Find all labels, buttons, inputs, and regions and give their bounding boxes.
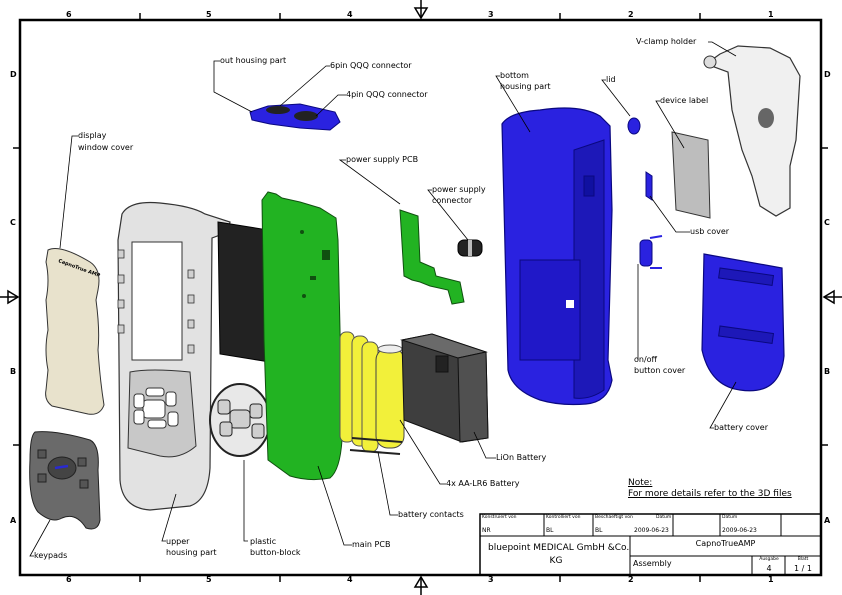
callout-plastic-2: button-block (250, 548, 301, 557)
callout-upper-housing-1: upper (166, 537, 190, 546)
zone-row-a-left: A (10, 516, 17, 525)
tb-checked-by: BL (546, 527, 554, 534)
power-supply-connector (457, 239, 483, 257)
callout-display-2: window cover (78, 143, 134, 152)
zone-ticks (13, 13, 828, 582)
callout-device-label: device label (660, 96, 709, 105)
note-title: Note: (628, 478, 653, 488)
zone-row-a-right: A (824, 516, 831, 525)
tb-company-line2: KG (549, 556, 563, 566)
callout-bottom-housing-1: bottom (500, 71, 529, 80)
tb-sheet: 1 / 1 (794, 564, 812, 573)
drawing-frame (18, 18, 823, 577)
zone-col-5-bottom: 5 (206, 575, 212, 584)
zone-row-b-left: B (10, 367, 17, 376)
tb-constructed-by: NR (482, 527, 491, 534)
zone-row-d-left: D (10, 70, 17, 79)
callout-onoff-2: button cover (634, 366, 686, 375)
callout-battery-cover: battery cover (714, 423, 768, 432)
callout-lid: lid (606, 75, 616, 84)
callout-upper-housing-2: housing part (166, 548, 217, 557)
usb-cover (645, 171, 653, 201)
zone-col-3-bottom: 3 (488, 575, 494, 584)
tb-revision-label: Ausgabe (759, 557, 779, 562)
zone-row-c-right: C (824, 218, 830, 227)
power-supply-pcb (399, 209, 465, 305)
tb-doc-type: Assembly (633, 559, 672, 568)
zone-col-4-top: 4 (347, 10, 353, 19)
zone-col-5-top: 5 (206, 10, 212, 19)
tb-date-label-2: Datum (722, 515, 738, 520)
leader-lines (29, 41, 737, 557)
keypads (29, 431, 101, 530)
zone-col-3-top: 3 (488, 10, 494, 19)
callout-out-housing-part: out housing part (220, 56, 287, 65)
callout-onoff-1: on/off (634, 355, 658, 364)
lid (627, 117, 641, 135)
zone-row-b-right: B (824, 367, 831, 376)
callout-power-connector-1: power supply (432, 185, 486, 194)
tb-approved-by: BL (595, 527, 603, 534)
tb-company-line1: bluepoint MEDICAL GmbH &Co. (488, 543, 630, 553)
tb-date-1: 2009-06-23 (634, 527, 669, 534)
callout-usb-cover: usb cover (690, 227, 730, 236)
zone-col-6-bottom: 6 (66, 575, 72, 584)
callout-power-supply-pcb: power supply PCB (346, 155, 419, 164)
tb-date-2: 2009-06-23 (722, 527, 757, 534)
zone-col-2-bottom: 2 (628, 575, 634, 584)
title-block-frame (479, 513, 822, 576)
note-text: For more details refer to the 3D files (628, 489, 792, 499)
tb-constructed-by-label: Konstruiert von (482, 515, 517, 520)
callout-aa-battery: 4x AA-LR6 Battery (446, 479, 520, 488)
v-clamp-holder (704, 45, 801, 217)
callout-display-1: display (78, 131, 107, 140)
tb-sheet-label: Blatt (797, 557, 809, 562)
device-label (671, 131, 711, 219)
onoff-button-cover (639, 235, 663, 269)
tb-checked-by-label: Kontrolliert von (546, 515, 581, 520)
callout-power-connector-2: connector (432, 196, 473, 205)
battery-cover (701, 253, 785, 392)
zone-col-1-bottom: 1 (768, 575, 774, 584)
tb-date-label-1: Datum (656, 515, 672, 520)
zone-row-d-right: D (824, 70, 831, 79)
main-pcb (261, 191, 343, 481)
tb-approved-by-label: Beschaeftigt von (595, 515, 633, 520)
callout-lion-battery: LiOn Battery (496, 453, 547, 462)
zone-col-4-bottom: 4 (347, 575, 353, 584)
tb-product-name: CapnoTrueAMP (695, 539, 756, 548)
zone-row-c-left: C (10, 218, 16, 227)
callout-main-pcb: main PCB (352, 540, 391, 549)
zone-col-1-top: 1 (768, 10, 774, 19)
callout-keypads: keypads (34, 551, 68, 560)
callout-plastic-1: plastic (250, 537, 277, 546)
callout-bottom-housing-2: housing part (500, 82, 551, 91)
zone-col-6-top: 6 (66, 10, 72, 19)
callout-v-clamp-holder: V-clamp holder (636, 37, 697, 46)
callout-4pin-connector: 4pin QQQ connector (346, 90, 428, 99)
callout-6pin-connector: 6pin QQQ connector (330, 61, 412, 70)
display-window-cover (45, 248, 105, 415)
aa-batteries (339, 331, 405, 453)
callout-battery-contacts: battery contacts (398, 510, 464, 519)
tb-revision: 4 (766, 564, 772, 573)
zone-col-2-top: 2 (628, 10, 634, 19)
